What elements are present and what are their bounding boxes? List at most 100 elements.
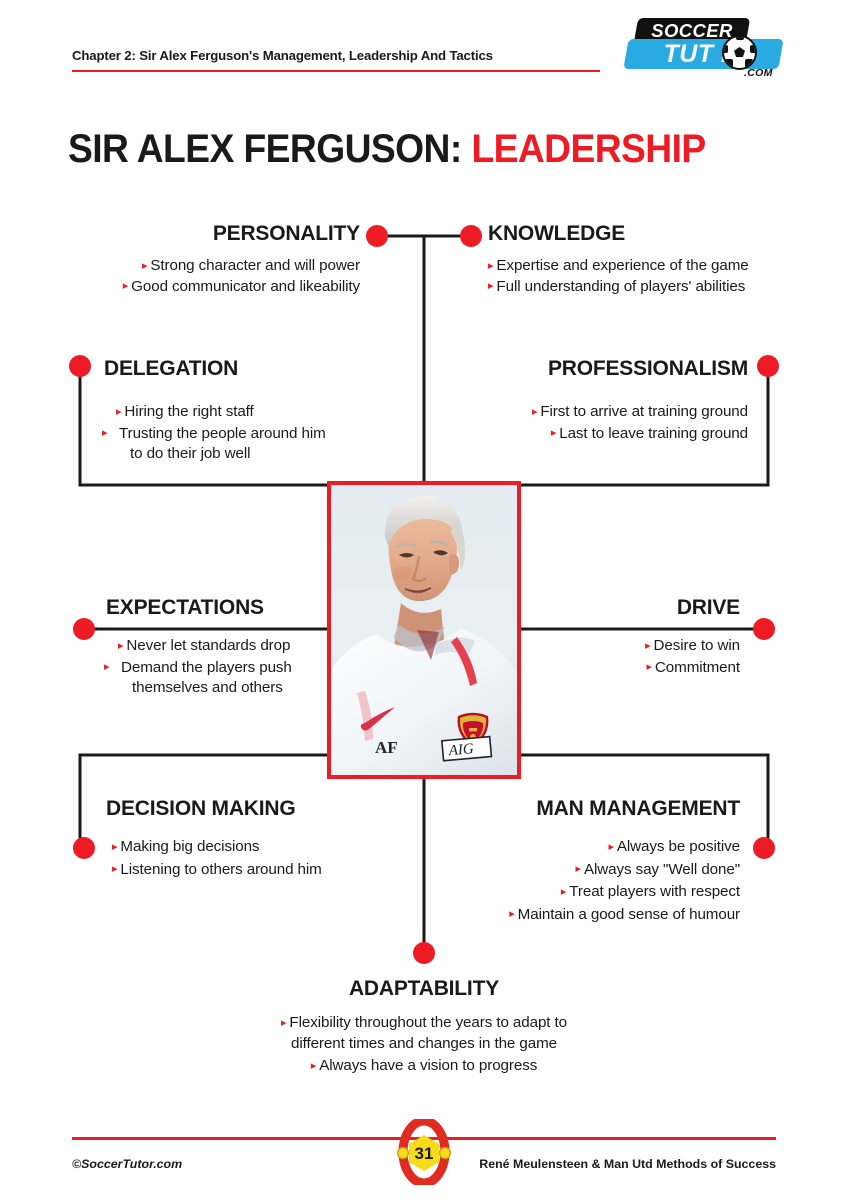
node-dot-drive (753, 618, 775, 640)
node-dot-personality (366, 225, 388, 247)
node-dot-decision-making (73, 837, 95, 859)
ball-patch-left (724, 45, 728, 53)
page-title: SIR ALEX FERGUSON: LEADERSHIP (68, 125, 706, 173)
list-item-text: Demand the players push themselves and o… (121, 658, 292, 697)
page-number-text: 31 (415, 1144, 434, 1163)
node-decision-making-list: ▸Making big decisions ▸Listening to othe… (106, 837, 386, 880)
portrait-illustration: AF AIG (331, 485, 517, 775)
connector-man-management (521, 753, 770, 848)
list-item: ▸Listening to others around him (112, 860, 386, 881)
ball-patch-bottom-left (725, 59, 733, 68)
list-item-text: Good communicator and likeability (131, 277, 360, 295)
list-item: ▸Treat players with respect (440, 882, 740, 903)
ball-patch-top (736, 37, 744, 40)
bullet-triangle-icon: ▸ (112, 863, 118, 875)
bullet-triangle-icon: ▸ (550, 427, 557, 439)
node-personality-list: ▸Strong character and will power ▸Good c… (60, 256, 360, 297)
node-delegation: DELEGATION ▸Hiring the right staff ▸Trus… (102, 357, 364, 465)
node-drive-heading: DRIVE (676, 596, 740, 619)
list-item: ▸First to arrive at training ground (470, 402, 748, 423)
bullet-triangle-icon: ▸ (488, 259, 494, 272)
list-item: ▸Always say "Well done" (440, 860, 741, 881)
node-decision-making: DECISION MAKING ▸Making big decisions ▸L… (106, 797, 386, 880)
node-adaptability-list: ▸Flexibility throughout the years to ada… (224, 1013, 624, 1077)
node-dot-knowledge (460, 225, 482, 247)
list-item: ▸Demand the players push themselves and … (104, 658, 292, 697)
connector-professionalism (521, 370, 770, 487)
bullet-triangle-icon: ▸ (141, 259, 148, 272)
node-dot-adaptability (413, 942, 435, 964)
node-professionalism-list: ▸First to arrive at training ground ▸Las… (470, 402, 748, 444)
list-item-text: Hiring the right staff (124, 403, 254, 420)
bullet-triangle-icon: ▸ (575, 863, 582, 875)
list-item-text: Treat players with respect (569, 883, 740, 900)
node-decision-making-heading: DECISION MAKING (106, 797, 296, 820)
list-item: ▸Making big decisions (112, 837, 386, 858)
list-item: ▸Always be positive (440, 837, 740, 858)
page-badge-graphic: 31 (396, 1119, 452, 1185)
page-title-accent: LEADERSHIP (471, 126, 706, 171)
list-item-text: Desire to win (653, 637, 741, 654)
list-item-text: Strong character and will power (150, 257, 360, 274)
node-expectations-heading: EXPECTATIONS (106, 596, 264, 619)
page-title-main: SIR ALEX FERGUSON: (68, 126, 462, 171)
bullet-triangle-icon: ▸ (509, 908, 515, 920)
page-footer: ©SoccerTutor.com René Meulensteen & Man … (0, 1110, 848, 1200)
list-item: ▸Hiring the right staff (116, 402, 364, 423)
bullet-triangle-icon: ▸ (560, 885, 567, 898)
chapter-breadcrumb: Chapter 2: Sir Alex Ferguson's Managemen… (72, 48, 493, 63)
node-knowledge: KNOWLEDGE ▸Expertise and experience of t… (488, 222, 798, 297)
list-item: ▸Strong character and will power (60, 256, 360, 277)
list-item: ▸Expertise and experience of the game (488, 256, 798, 277)
list-item-text: Always say "Well done" (583, 860, 740, 878)
node-dot-man-management (753, 837, 775, 859)
bullet-triangle-icon: ▸ (281, 1016, 287, 1029)
list-item-text: Maintain a good sense of humour (517, 905, 740, 923)
node-adaptability-heading: ADAPTABILITY (348, 977, 500, 1000)
list-item: ▸Good communicator and likeability (60, 277, 360, 298)
list-item: ▸Desire to win (540, 636, 740, 657)
footer-credit: René Meulensteen & Man Utd Methods of Su… (479, 1157, 776, 1171)
list-item: ▸Trusting the people around him to do th… (102, 424, 326, 463)
footer-copyright: ©SoccerTutor.com (72, 1157, 183, 1171)
node-adaptability: ADAPTABILITY ▸Flexibility throughout the… (224, 977, 624, 1077)
bullet-triangle-icon: ▸ (531, 405, 538, 418)
bullet-triangle-icon: ▸ (116, 405, 122, 418)
list-item-text: Making big decisions (120, 838, 260, 855)
node-professionalism: PROFESSIONALISM ▸First to arrive at trai… (470, 357, 748, 444)
page-header: Chapter 2: Sir Alex Ferguson's Managemen… (0, 0, 848, 100)
soccertutor-logo[interactable]: SOCCER TUT R .COM (623, 18, 788, 80)
list-item: ▸Always have a vision to progress (224, 1056, 624, 1077)
svg-text:AIG: AIG (447, 741, 474, 759)
node-personality-heading: PERSONALITY (212, 222, 360, 245)
node-expectations: EXPECTATIONS ▸Never let standards drop ▸… (104, 596, 336, 699)
list-item-text: Last to leave training ground (559, 424, 748, 442)
logo-dotcom-text: .COM (744, 67, 773, 79)
connector-delegation (78, 370, 327, 487)
ferguson-portrait-photo: AF AIG (327, 481, 521, 779)
node-professionalism-heading: PROFESSIONALISM (547, 357, 748, 380)
node-personality: PERSONALITY ▸Strong character and will p… (60, 222, 360, 297)
list-item-text: Commitment (654, 658, 740, 676)
list-item-text: Full understanding of players' abilities (496, 277, 746, 295)
ball-patch-right (750, 45, 755, 53)
ball-pentagon-center (734, 47, 745, 57)
bullet-triangle-icon: ▸ (646, 661, 653, 673)
soccer-ball-icon (722, 35, 757, 70)
node-man-management-heading: MAN MANAGEMENT (536, 797, 740, 820)
node-man-management-list: ▸Always be positive ▸Always say "Well do… (440, 837, 740, 925)
node-dot-professionalism (757, 355, 779, 377)
bullet-triangle-icon: ▸ (112, 840, 118, 853)
list-item: ▸Maintain a good sense of humour (440, 905, 740, 926)
list-item-text: Trusting the people around him to do the… (119, 424, 326, 463)
node-drive: DRIVE ▸Desire to win ▸Commitment (540, 596, 740, 678)
svg-text:AF: AF (375, 738, 398, 757)
bullet-triangle-icon: ▸ (608, 840, 614, 853)
bullet-triangle-icon: ▸ (122, 280, 129, 292)
list-item-text: Never let standards drop (126, 637, 291, 654)
bullet-triangle-icon: ▸ (645, 639, 651, 652)
node-knowledge-list: ▸Expertise and experience of the game ▸F… (488, 256, 798, 297)
node-delegation-heading: DELEGATION (104, 357, 239, 380)
